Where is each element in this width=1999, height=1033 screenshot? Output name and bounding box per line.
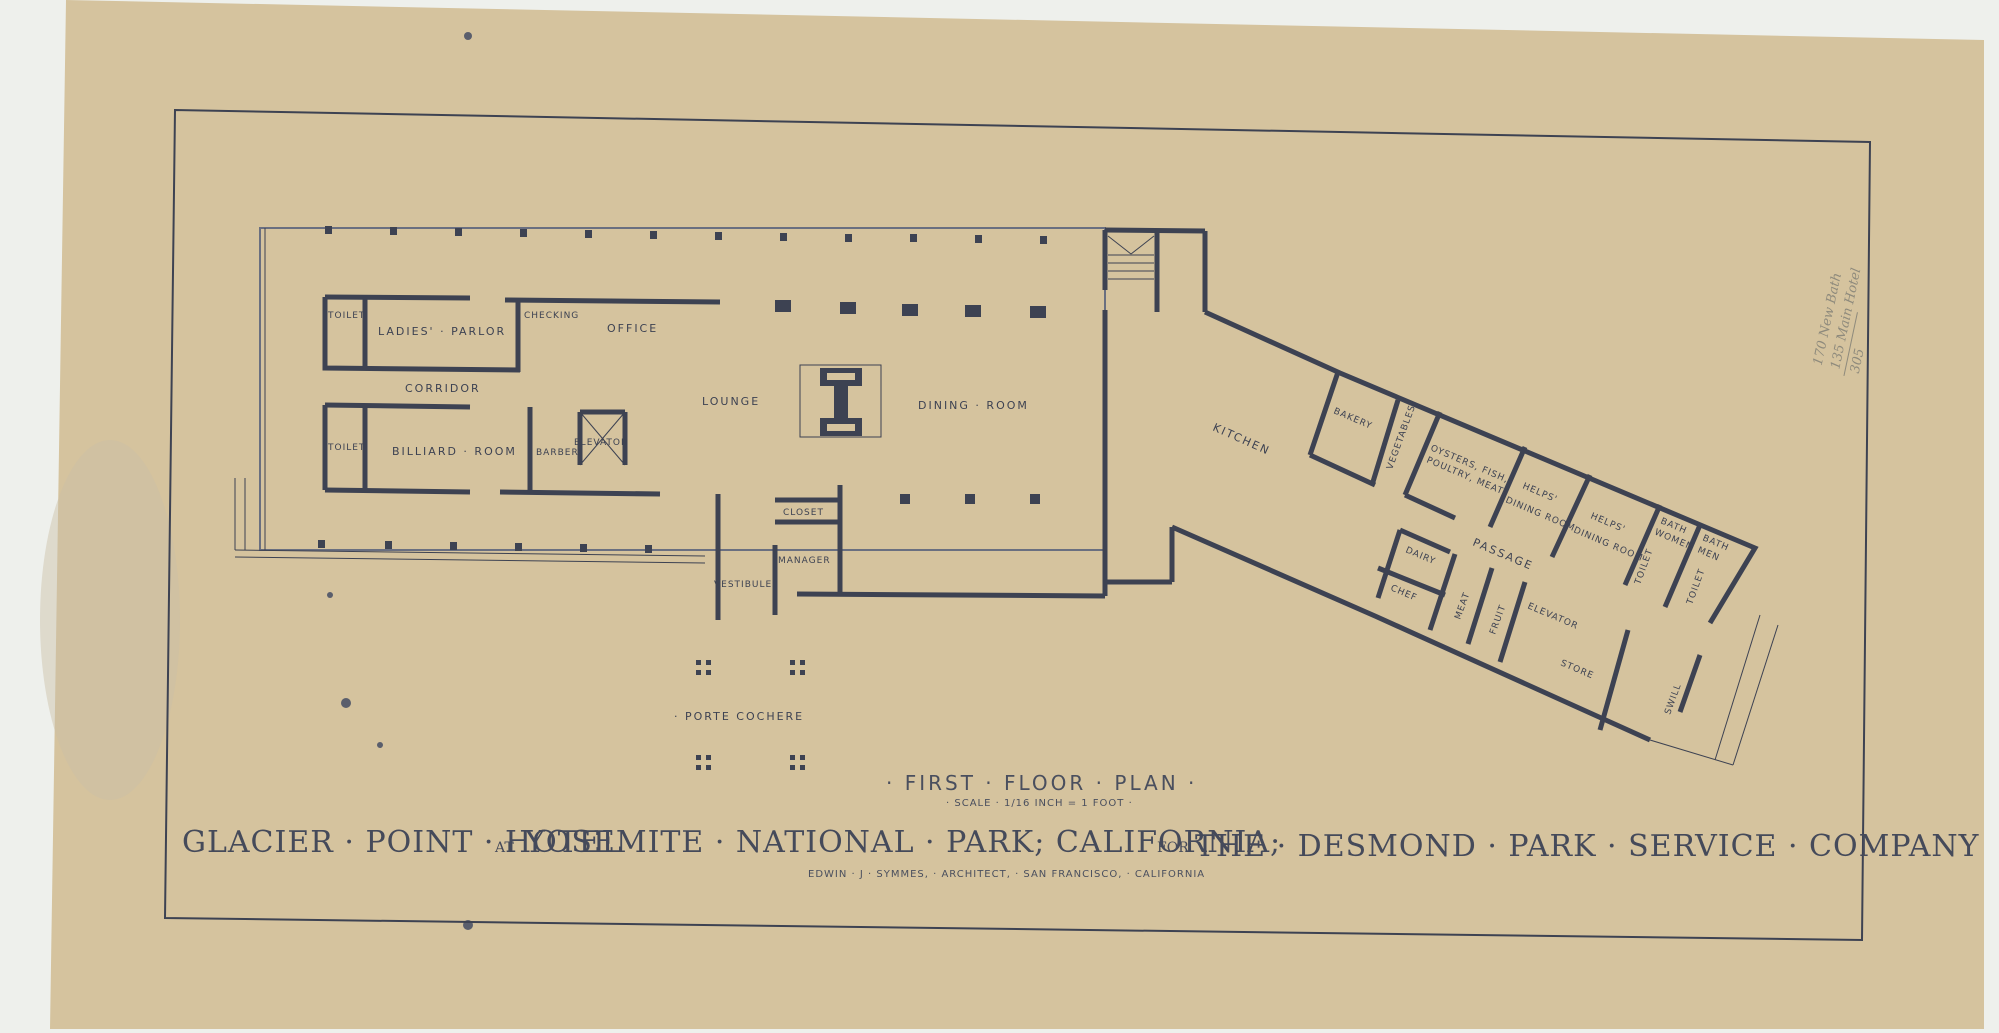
title-client: THE · DESMOND · PARK · SERVICE · COMPANY bbox=[1195, 829, 1980, 864]
title-location: YOSEMITE · NATIONAL · PARK; CALIFORNIA; bbox=[524, 825, 1281, 860]
title-for: FOR bbox=[1157, 840, 1189, 856]
label-lounge: LOUNGE bbox=[702, 395, 760, 408]
svg-text:305: 305 bbox=[1848, 347, 1868, 374]
label-dining-room: DINING · ROOM bbox=[918, 399, 1029, 412]
floor-plan bbox=[234, 226, 1779, 770]
label-elevator: ELEVATOR bbox=[574, 438, 628, 448]
label-corridor: CORRIDOR bbox=[405, 382, 481, 395]
label-manager: MANAGER bbox=[778, 556, 831, 566]
label-checking: CHECKING bbox=[524, 311, 579, 321]
title-at: AT bbox=[494, 840, 514, 856]
plan-title: · FIRST · FLOOR · PLAN · bbox=[886, 771, 1197, 795]
label-vestibule: VESTIBULE bbox=[714, 580, 772, 590]
label-porte-cochere: · PORTE COCHERE bbox=[674, 710, 804, 723]
water-stain bbox=[40, 440, 180, 800]
plan-scale: · SCALE · 1/16 INCH = 1 FOOT · bbox=[946, 798, 1133, 809]
architect-credit: EDWIN · J · SYMMES, · ARCHITECT, · SAN F… bbox=[808, 869, 1205, 880]
label-barber: BARBER bbox=[536, 448, 579, 458]
title-block: GLACIER · POINT · HOTEL AT YOSEMITE · NA… bbox=[182, 825, 1980, 880]
label-billiard-room: BILLIARD · ROOM bbox=[392, 445, 517, 458]
paper bbox=[50, 0, 1984, 1029]
drawing-border bbox=[163, 108, 1872, 942]
label-closet: CLOSET bbox=[783, 508, 824, 518]
label-office: OFFICE bbox=[607, 322, 658, 335]
label-toilet-upper: TOILET bbox=[327, 311, 365, 321]
title-hotel: GLACIER · POINT · HOTEL bbox=[182, 825, 623, 860]
label-toilet-lower: TOILET bbox=[327, 443, 365, 453]
label-ladies-parlor: LADIES' · PARLOR bbox=[378, 325, 506, 338]
